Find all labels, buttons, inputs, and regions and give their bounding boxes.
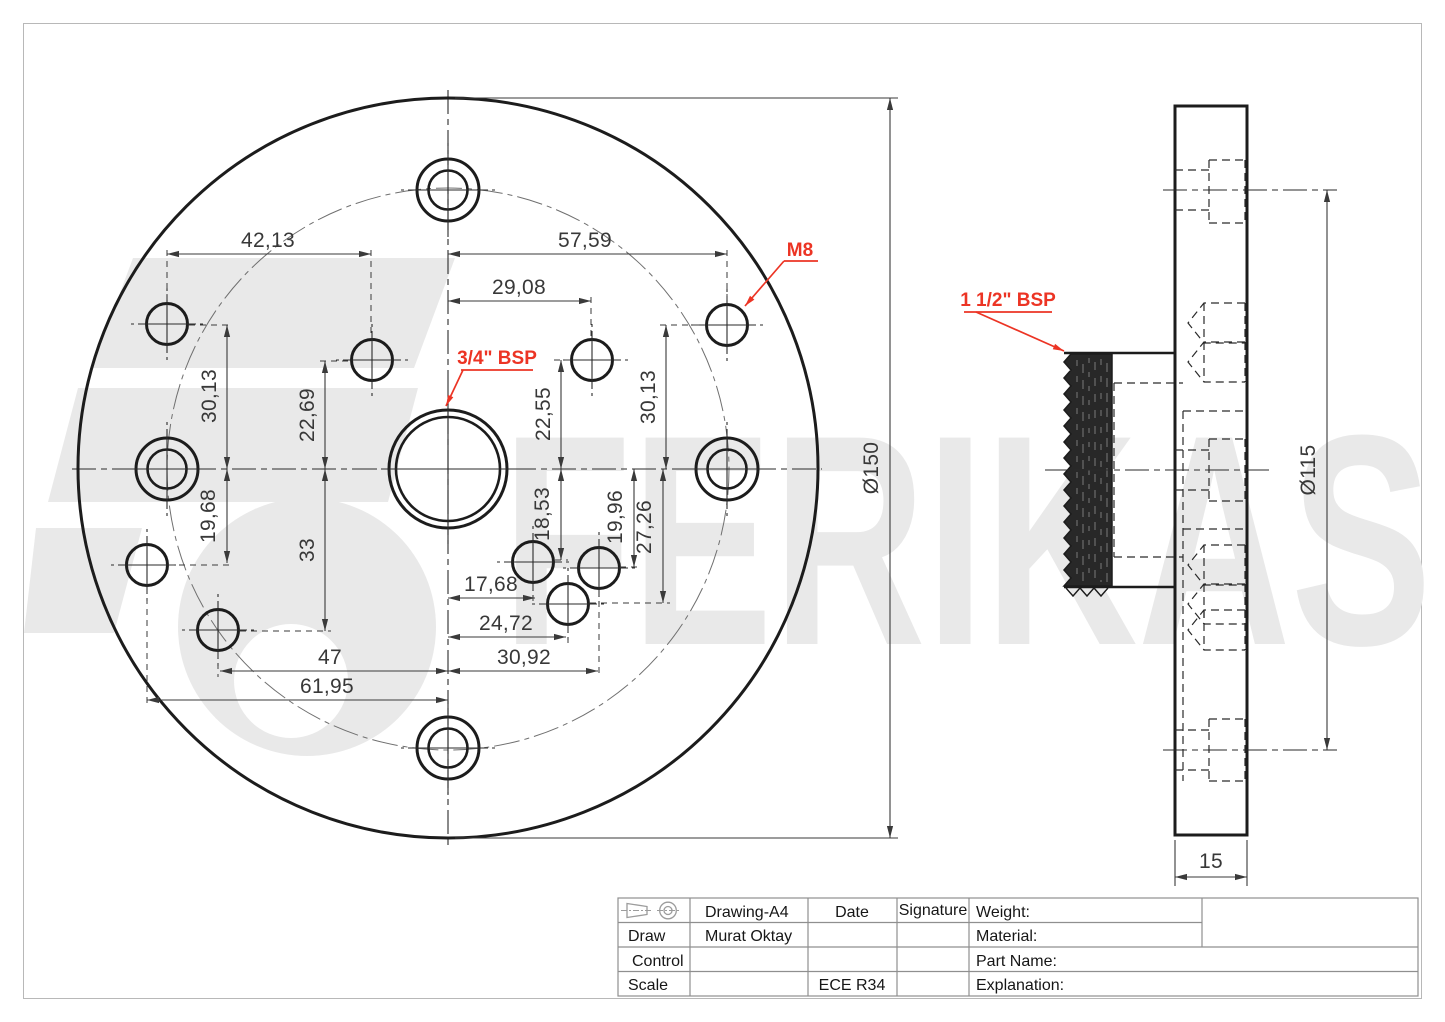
watermark-logo xyxy=(24,258,455,756)
dim-17-68: 17,68 xyxy=(464,573,518,596)
label-m8: M8 xyxy=(787,240,813,261)
titleblock-draw-label: Draw xyxy=(628,928,666,945)
projection-symbol-icon xyxy=(621,901,679,920)
extension-lines xyxy=(146,97,898,839)
dim-30-13-left: 30,13 xyxy=(198,369,221,423)
dim-61-95: 61,95 xyxy=(300,675,354,698)
dimension-lines xyxy=(147,98,894,838)
titleblock-weight-label: Weight: xyxy=(976,904,1030,921)
dim-30-92: 30,92 xyxy=(497,646,551,669)
center-hole xyxy=(373,394,523,544)
titleblock-signature-label: Signature xyxy=(899,902,968,919)
side-view: Ø115 15 1 1/2" BSP xyxy=(960,104,1337,886)
dimension-texts: 42,13 57,59 29,08 30,13 19,68 22,69 33 3… xyxy=(197,229,883,698)
dim-30-13-right: 30,13 xyxy=(637,370,660,424)
label-bsp-3-4: 3/4" BSP xyxy=(457,348,537,369)
dim-18-53: 18,53 xyxy=(531,487,554,541)
dim-thickness: 15 xyxy=(1199,850,1223,873)
titleblock-control-label: Control xyxy=(632,953,684,970)
titleblock-regulation: ECE R34 xyxy=(819,977,886,994)
watermark-text: FERIKAS xyxy=(502,372,1432,708)
titleblock-material-label: Material: xyxy=(976,928,1037,945)
dim-42-13: 42,13 xyxy=(241,229,295,252)
dim-27-26: 27,26 xyxy=(633,500,656,554)
titleblock-doc-type: Drawing-A4 xyxy=(705,904,789,921)
dim-19-96: 19,96 xyxy=(604,490,627,544)
titleblock-part-name-label: Part Name: xyxy=(976,953,1057,970)
dim-29-08: 29,08 xyxy=(492,276,546,299)
dim-bolt-circle-diameter: Ø115 xyxy=(1297,444,1320,495)
dim-24-72: 24,72 xyxy=(479,612,533,635)
dim-22-55: 22,55 xyxy=(532,387,555,441)
titleblock-scale-label: Scale xyxy=(628,977,668,994)
dim-47: 47 xyxy=(318,646,342,669)
titleblock-drawn-by: Murat Oktay xyxy=(705,928,792,945)
counterbore-holes xyxy=(120,143,774,795)
dim-19-68: 19,68 xyxy=(197,489,220,543)
hidden-lines xyxy=(1113,159,1247,782)
label-bsp-1-1-2: 1 1/2" BSP xyxy=(960,290,1056,311)
dim-22-69: 22,69 xyxy=(296,388,319,442)
front-view-callouts: M8 3/4" BSP xyxy=(445,240,818,407)
dim-outer-diameter: Ø150 xyxy=(860,442,883,495)
title-block: Drawing-A4 Date Signature Weight: Draw M… xyxy=(617,897,1419,997)
threaded-holes xyxy=(111,288,763,666)
flange-outline xyxy=(76,96,820,840)
front-view: 42,13 57,59 29,08 30,13 19,68 22,69 33 3… xyxy=(72,90,898,846)
dim-33: 33 xyxy=(296,538,319,562)
titleblock-date-label: Date xyxy=(835,904,869,921)
page-border xyxy=(23,23,1422,999)
titleblock-explanation-label: Explanation: xyxy=(976,977,1064,994)
dim-57-59: 57,59 xyxy=(558,229,612,252)
side-view-callouts: 1 1/2" BSP xyxy=(960,290,1065,352)
